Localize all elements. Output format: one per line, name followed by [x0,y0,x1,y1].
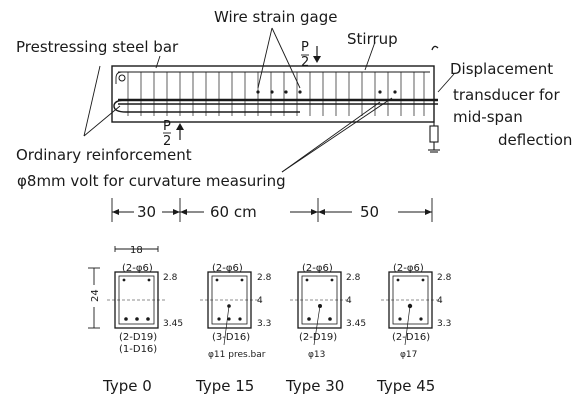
s45-cover-mid: 4 [437,296,443,306]
s15-bottom-bars-1: (3-D16) [212,332,250,343]
top-load-p: P [301,40,309,55]
section-type-0: 18 24 (2-φ6) (2-D19) (1-D16) 2.8 3.45 Ty… [88,245,183,395]
s30-prestress: φ13 [308,350,325,360]
section-type-30: (2-φ6) (2-D19) φ13 2.8 4 3.45 Type 30 [285,263,366,395]
s30-cover-top: 2.8 [346,273,361,283]
s15-cover-mid: 4 [257,296,263,306]
s0-type-label: Type 0 [102,377,152,395]
displacement-transducer [428,122,440,153]
s0-width: 18 [130,245,143,256]
label-displacement-3: mid-span [453,108,523,126]
s15-top-bars: (2-φ6) [212,263,243,274]
strain-gages [256,90,397,94]
label-volt-curvature: φ8mm volt for curvature measuring [17,172,286,190]
s0-cover-top: 2.8 [163,273,178,283]
label-displacement-4: deflection [498,131,572,149]
leader-lines [83,27,455,173]
s45-type-label: Type 45 [376,377,435,395]
stirrups [127,72,425,116]
beam-elevation: P 2 P 2 Wire strain gage Prestressing st… [16,8,572,190]
bottom-load-arrow [163,123,184,140]
s15-type-label: Type 15 [195,377,254,395]
dim-middle: 60 cm [210,203,257,221]
label-ordinary-reinforcement: Ordinary reinforcement [16,146,192,164]
s45-top-bars: (2-φ6) [393,263,424,274]
label-displacement-2: transducer for [453,86,560,104]
right-top-mark [431,45,439,51]
s45-prestress: φ17 [400,350,417,360]
s15-cover-bot: 3.3 [257,319,271,329]
s0-top-bars: (2-φ6) [122,263,153,274]
s45-cover-top: 2.8 [437,273,452,283]
section-type-45: (2-φ6) (2-D16) φ17 2.8 4 3.3 Type 45 [376,263,452,395]
s45-bottom-bars-1: (2-D16) [392,332,430,343]
bottom-load-p: P [163,119,171,134]
label-prestressing-bar: Prestressing steel bar [16,38,179,56]
s30-top-bars: (2-φ6) [302,263,333,274]
s15-prestress: φ11 pres.bar [208,350,266,360]
dimension-line: 30 60 cm 50 [111,198,433,222]
s0-bottom-bars-1: (2-D19) [119,332,157,343]
s30-cover-bot: 3.45 [346,319,366,329]
top-load-2: 2 [301,55,309,70]
label-stirrup: Stirrup [347,30,398,48]
s45-cover-bot: 3.3 [437,319,451,329]
beam-outline [111,65,435,123]
section-type-15: (2-φ6) (3-D16) φ11 pres.bar 2.8 4 3.3 Ty… [195,263,272,395]
dim-right: 50 [360,203,379,221]
label-wire-strain-gage: Wire strain gage [214,8,337,26]
s15-cover-top: 2.8 [257,273,272,283]
dim-left: 30 [137,203,156,221]
left-support [118,74,126,82]
rebar-hook-left [113,99,300,113]
s30-cover-mid: 4 [346,296,352,306]
s0-bottom-bars-2: (1-D16) [119,344,157,355]
label-displacement-1: Displacement [450,60,553,78]
s0-cover-bot: 3.45 [163,319,183,329]
top-load-arrow [301,46,321,63]
s30-type-label: Type 30 [285,377,344,395]
s30-bottom-bars-1: (2-D19) [299,332,337,343]
s0-height: 24 [90,289,101,302]
bottom-load-2: 2 [163,134,171,149]
